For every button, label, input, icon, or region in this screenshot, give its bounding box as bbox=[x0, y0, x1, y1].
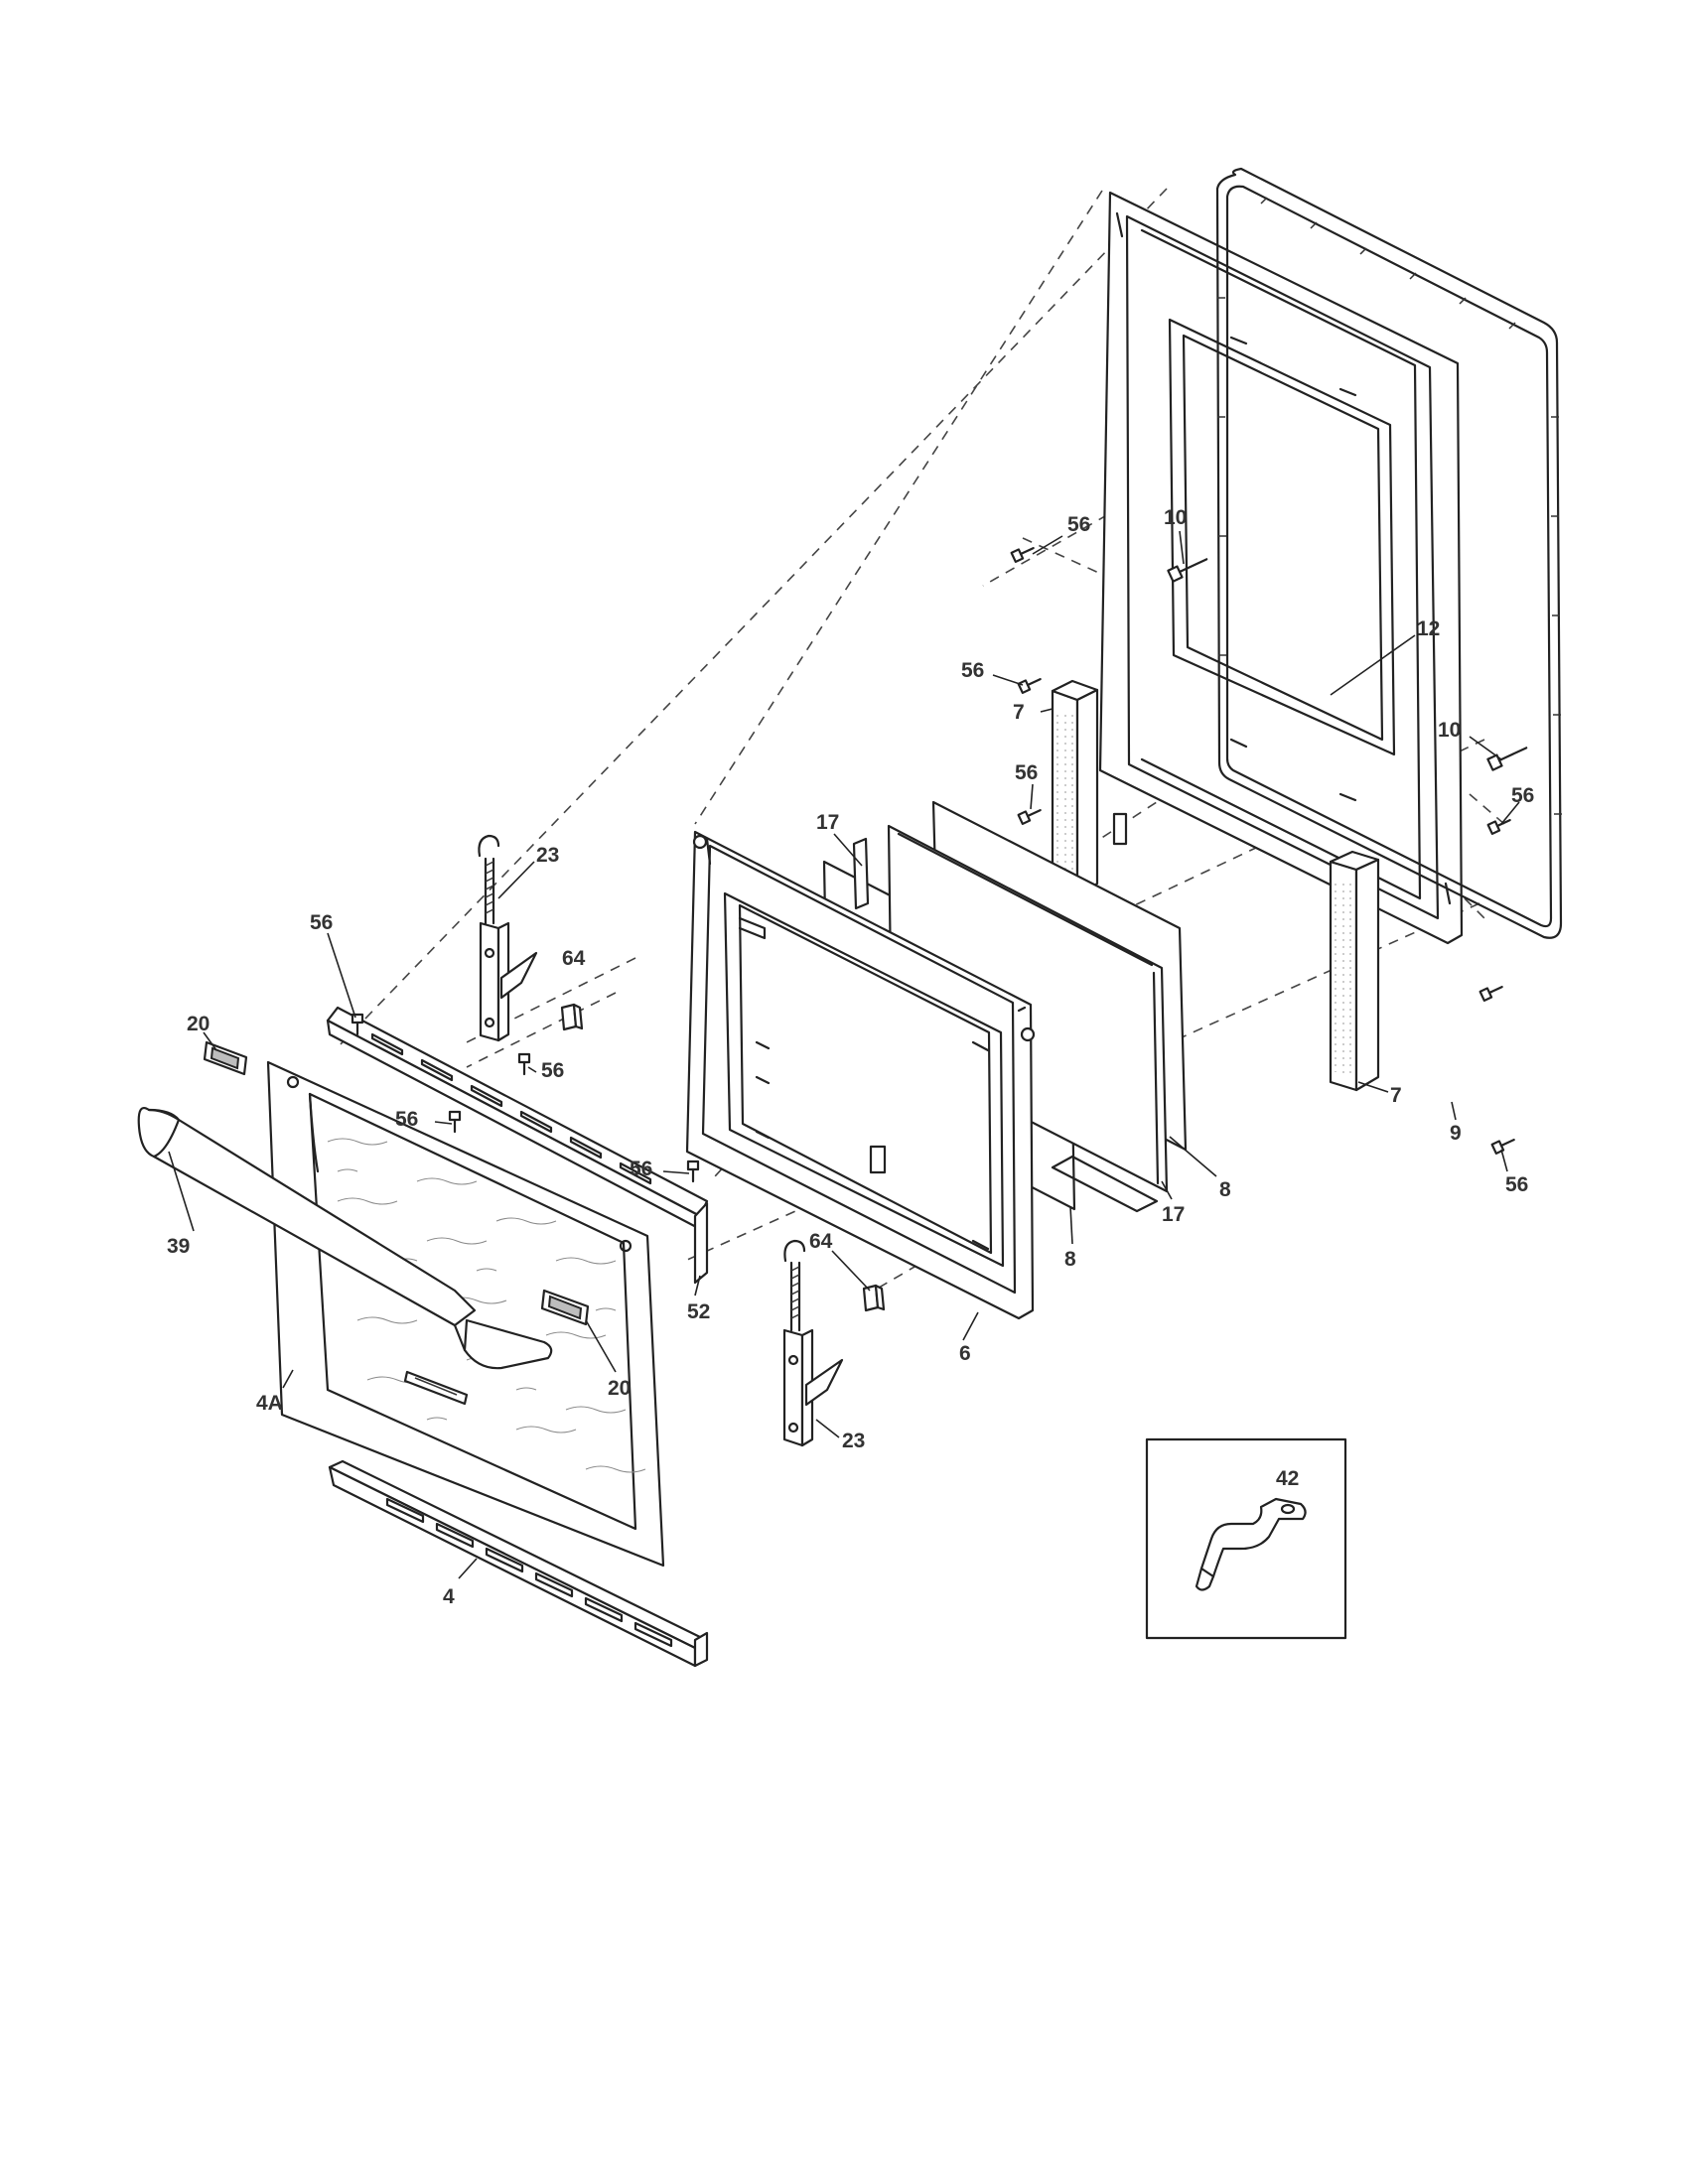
callout-8-glass-front: 8 bbox=[1064, 1248, 1076, 1271]
callout-7-insulation-lower: 7 bbox=[1390, 1084, 1402, 1107]
callout-20-bracket-right: 20 bbox=[608, 1377, 631, 1400]
callout-9-liner: 9 bbox=[1450, 1122, 1462, 1145]
leader-lines bbox=[168, 530, 1520, 1579]
callout-56-screw-top: 56 bbox=[1067, 513, 1090, 536]
callout-56-screw-mid: 56 bbox=[961, 659, 984, 682]
callout-4-kick-plate: 4 bbox=[443, 1585, 455, 1608]
callout-6-door-frame: 6 bbox=[959, 1342, 971, 1365]
door-handle-part-39 bbox=[137, 1106, 553, 1370]
callout-56-baffle-left: 56 bbox=[310, 911, 333, 934]
callout-17-retainer-lower: 17 bbox=[1162, 1203, 1185, 1226]
callout-20-bracket-left: 20 bbox=[187, 1013, 210, 1035]
insulation-strip-part-7-lower bbox=[1329, 850, 1380, 1092]
hinge-part-23-lower bbox=[782, 1239, 844, 1447]
callout-4a-outer-panel: 4A bbox=[256, 1392, 283, 1415]
hinge-part-23-upper bbox=[478, 834, 538, 1042]
callout-10-screw-right: 10 bbox=[1438, 719, 1461, 742]
door-liner-part-9 bbox=[1098, 191, 1464, 945]
callout-10-screw-top: 10 bbox=[1164, 506, 1187, 529]
glass-reflection-pattern bbox=[327, 1138, 646, 1473]
bumper-part-64-lower bbox=[862, 1284, 886, 1312]
callout-42-clip: 42 bbox=[1276, 1467, 1299, 1490]
callout-56-screw-left: 56 bbox=[1015, 761, 1038, 784]
handle-bracket-part-20 bbox=[203, 1040, 248, 1076]
door-frame-part-6 bbox=[685, 830, 1036, 1320]
callout-8-glass-rear: 8 bbox=[1219, 1178, 1231, 1201]
callout-39-handle: 39 bbox=[167, 1235, 190, 1258]
callout-labels: 56 10 12 56 7 10 56 56 17 23 56 64 20 56… bbox=[167, 506, 1534, 1608]
callout-56-baffle-mid: 56 bbox=[395, 1108, 418, 1131]
bumper-part-64 bbox=[560, 1003, 584, 1031]
callout-64-bumper-upper: 64 bbox=[562, 947, 586, 970]
inset-box-part-42 bbox=[1145, 1437, 1347, 1640]
callout-12-gasket: 12 bbox=[1417, 617, 1440, 640]
callout-23-hinge-lower: 23 bbox=[842, 1430, 865, 1452]
callout-56-screw-right-lower: 56 bbox=[1505, 1173, 1528, 1196]
kick-plate-part-4 bbox=[328, 1459, 709, 1668]
screw-part-10 bbox=[1167, 558, 1528, 771]
callout-23-hinge-upper: 23 bbox=[536, 844, 559, 867]
vent-baffle-part-52 bbox=[326, 1006, 709, 1285]
callout-7-insulation-upper: 7 bbox=[1013, 701, 1025, 724]
screw-part-56 bbox=[351, 546, 1515, 1183]
callout-64-bumper-lower: 64 bbox=[809, 1230, 833, 1253]
callout-52-vent-baffle: 52 bbox=[687, 1300, 710, 1323]
callout-56-baffle-center: 56 bbox=[541, 1059, 564, 1082]
gasket-part-12 bbox=[1215, 167, 1563, 939]
callout-56-screw-right-upper: 56 bbox=[1511, 784, 1534, 807]
handle-bracket-part-20-right bbox=[540, 1289, 590, 1326]
callout-56-baffle-right: 56 bbox=[630, 1158, 652, 1180]
callout-17-retainer-upper: 17 bbox=[816, 811, 839, 834]
